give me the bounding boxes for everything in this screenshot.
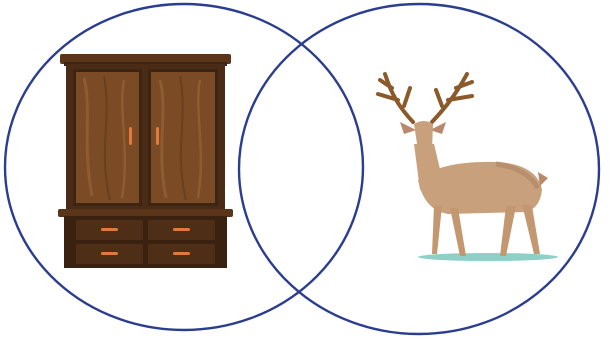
venn-circle-right: [237, 2, 601, 336]
deer-icon: [376, 72, 558, 261]
venn-circle-left: [3, 2, 365, 332]
wardrobe-icon: [58, 54, 233, 268]
